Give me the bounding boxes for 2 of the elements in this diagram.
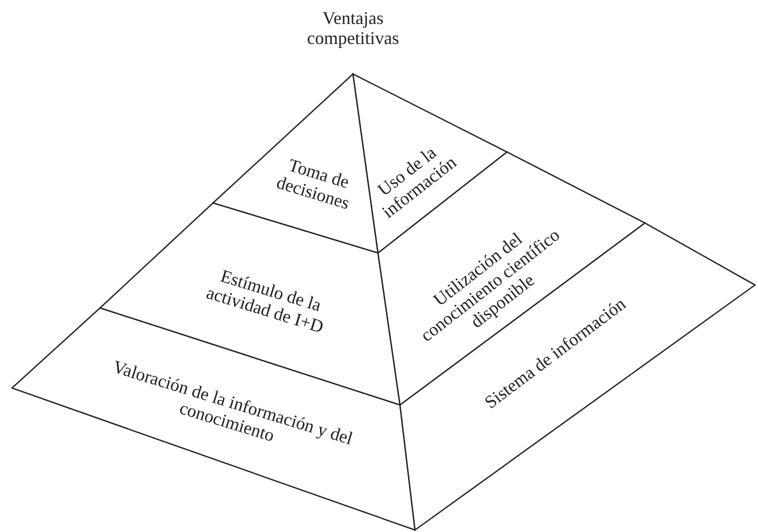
apex-label: Ventajas competitivas [306,8,400,48]
segment-label: Estímulo de la actividad de I+D [203,264,327,339]
